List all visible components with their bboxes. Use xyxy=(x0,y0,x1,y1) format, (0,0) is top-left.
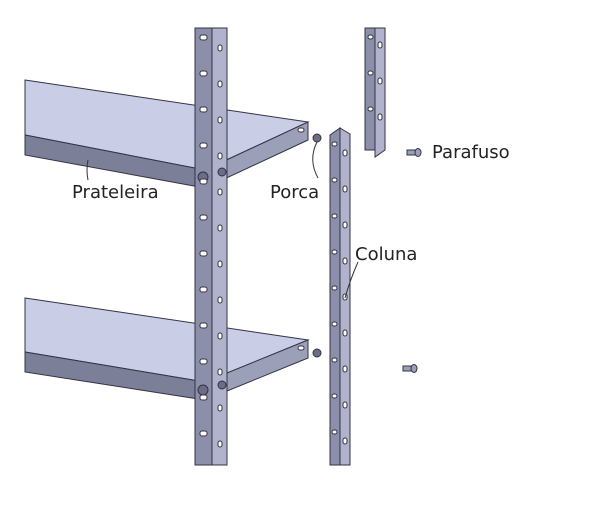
loose-column xyxy=(329,127,351,466)
slot-hole xyxy=(199,214,208,221)
label-nut: Porca xyxy=(270,182,319,203)
slot-hole xyxy=(331,177,338,183)
label-column: Coluna xyxy=(355,244,417,265)
slot-hole xyxy=(217,440,223,448)
bolt-icon xyxy=(406,148,422,157)
slot-hole xyxy=(342,185,348,193)
slot-hole xyxy=(377,77,383,85)
slot-hole xyxy=(342,365,348,373)
slot-hole xyxy=(377,113,383,121)
slot-hole xyxy=(199,250,208,257)
slot-hole xyxy=(331,213,338,219)
slot-hole xyxy=(217,152,223,160)
slot-hole xyxy=(342,221,348,229)
label-bolt: Parafuso xyxy=(432,142,510,163)
upper-shelf xyxy=(24,79,310,189)
slot-hole xyxy=(217,80,223,88)
leader-line-shelf xyxy=(86,159,89,181)
lower-shelf xyxy=(24,297,310,401)
slot-hole xyxy=(217,116,223,124)
slot-hole xyxy=(342,437,348,445)
slot-hole xyxy=(342,329,348,337)
nut-icon xyxy=(312,348,322,358)
leader-line-column xyxy=(344,261,359,299)
slot-hole xyxy=(367,106,374,112)
slot-hole xyxy=(217,188,223,196)
slot-hole xyxy=(217,368,223,376)
left-column xyxy=(194,27,228,466)
nut-icon xyxy=(312,133,322,143)
slot-hole xyxy=(217,44,223,52)
slot-hole xyxy=(331,321,338,327)
slot-hole xyxy=(199,106,208,113)
label-shelf: Prateleira xyxy=(72,182,159,203)
slot-hole xyxy=(199,178,208,185)
column-fragment xyxy=(364,27,386,158)
slot-hole xyxy=(217,296,223,304)
slot-hole xyxy=(342,257,348,265)
slot-hole xyxy=(199,34,208,41)
slot-hole xyxy=(217,404,223,412)
slot-hole xyxy=(199,322,208,329)
slot-hole xyxy=(199,394,208,401)
slot-hole xyxy=(199,430,208,437)
slot-hole xyxy=(199,286,208,293)
slot-hole xyxy=(217,332,223,340)
bolt-icon xyxy=(402,364,418,373)
slot-hole xyxy=(199,358,208,365)
slot-hole xyxy=(342,401,348,409)
slot-hole xyxy=(331,357,338,363)
slot-hole xyxy=(331,285,338,291)
slot-hole xyxy=(367,34,374,40)
slot-hole xyxy=(331,429,338,435)
leader-line-nut xyxy=(312,141,319,179)
slot-hole xyxy=(331,393,338,399)
slot-hole xyxy=(199,142,208,149)
slot-hole xyxy=(331,249,338,255)
slot-hole xyxy=(217,260,223,268)
slot-hole xyxy=(342,149,348,157)
slot-hole xyxy=(377,41,383,49)
slot-hole xyxy=(367,70,374,76)
slot-hole xyxy=(199,70,208,77)
slot-hole xyxy=(331,141,338,147)
slot-hole xyxy=(217,224,223,232)
